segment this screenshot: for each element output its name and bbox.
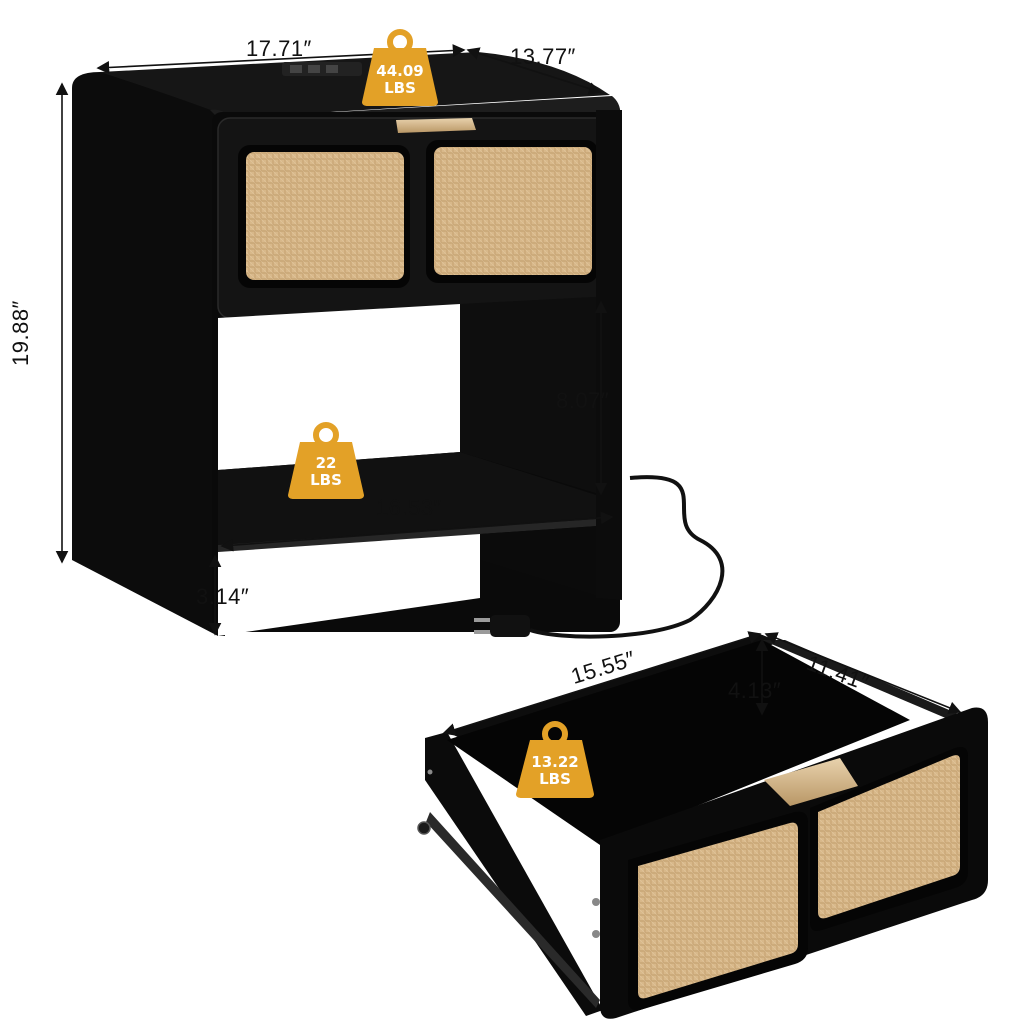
- weight-badge-top: [362, 29, 438, 106]
- depth-label: 13.77″: [510, 44, 576, 69]
- weight-badge-shelf: [288, 422, 364, 499]
- drawer-load-badge: 13.22 LBS: [519, 754, 591, 788]
- drawer-load-value: 13.22: [531, 753, 579, 771]
- drawer-height-label: 4.13″: [728, 678, 782, 703]
- plug-icon: [490, 615, 530, 637]
- shelf-gap-label: 8.07″: [556, 388, 610, 413]
- drawer-rattan-left: [638, 822, 798, 999]
- shelf-load-value: 22: [315, 454, 337, 472]
- top-load-value: 44.09: [376, 62, 424, 80]
- shelf-load-unit: LBS: [310, 471, 342, 489]
- nightstand: [72, 52, 622, 636]
- top-load-badge: 44.09 LBS: [364, 63, 436, 97]
- leg-clearance-label: 3.14″: [196, 584, 250, 609]
- drawer-handle-2[interactable]: [764, 758, 858, 806]
- drawer-rattan-right: [818, 755, 960, 919]
- top-load-unit: LBS: [384, 79, 416, 97]
- rattan-panel-right: [434, 147, 592, 275]
- dimension-lines: [55, 44, 962, 736]
- drawer-detail: [417, 634, 988, 1019]
- weight-badge-drawer: [516, 721, 594, 798]
- shelf-width-label: 16.53″: [376, 495, 442, 520]
- shelf-load-badge: 22 LBS: [290, 455, 362, 489]
- rattan-panel-left: [246, 152, 404, 280]
- width-label: 17.71″: [246, 36, 312, 61]
- drawer-handle[interactable]: [396, 118, 476, 133]
- height-label: 19.88″: [8, 300, 33, 366]
- drawer-load-unit: LBS: [539, 770, 571, 788]
